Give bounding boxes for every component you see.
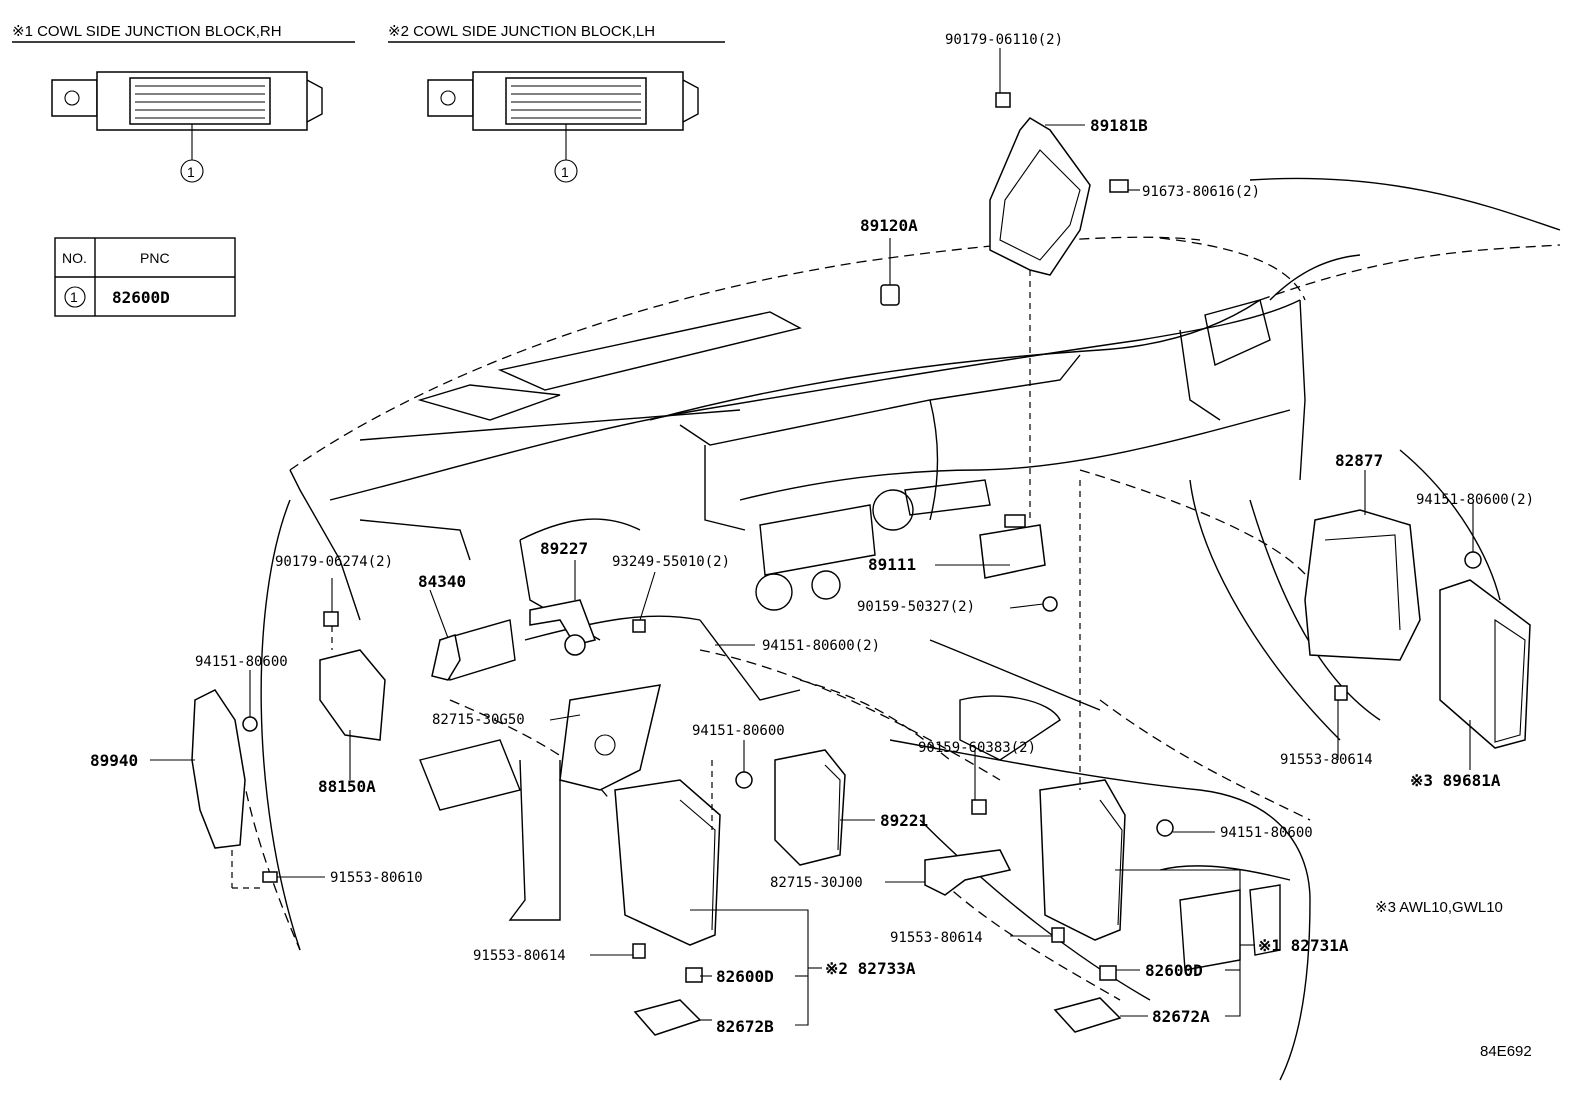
part-82731A — [1039, 480, 1174, 1033]
part-89221 — [774, 749, 846, 866]
inset-lh: ※2 COWL SIDE JUNCTION BLOCK,LH 1 — [388, 23, 725, 183]
label-82715-30J00: 82715-30J00 — [770, 875, 863, 891]
inset-rh-title: ※1 COWL SIDE JUNCTION BLOCK,RH — [12, 23, 282, 40]
table-row-pnc: 82600D — [112, 288, 170, 307]
part-89681A — [1439, 579, 1531, 770]
table-col-pnc: PNC — [140, 250, 170, 266]
callout-number: 1 — [187, 164, 195, 180]
part-82877 — [1304, 470, 1482, 701]
pnc-table: NO. PNC 1 82600D — [54, 237, 236, 317]
label-91553-80614-left: 91553-80614 — [473, 948, 566, 964]
label-89681A: ※3 89681A — [1410, 771, 1501, 790]
note-awl10-gwl10: ※3 AWL10,GWL10 — [1375, 899, 1503, 916]
part-82715-30J00 — [924, 799, 1012, 896]
label-88150A: 88150A — [318, 777, 376, 796]
junction-block-lh — [427, 71, 699, 160]
junction-block-rh — [51, 71, 323, 160]
table-col-no: NO. — [62, 250, 87, 266]
label-91553-80614-right: 91553-80614 — [1280, 752, 1373, 768]
part-82715-30G50 — [559, 684, 661, 791]
label-89120A: 89120A — [860, 216, 918, 235]
label-82733A: ※2 82733A — [825, 959, 916, 978]
label-91553-80610: 91553-80610 — [330, 870, 423, 886]
part-89227 — [529, 599, 646, 656]
label-94151-80600-left: 94151-80600 — [195, 654, 288, 670]
callout-circle — [180, 159, 204, 183]
part-89120A — [880, 238, 900, 306]
label-82672B: 82672B — [716, 1017, 774, 1036]
inset-lh-title: ※2 COWL SIDE JUNCTION BLOCK,LH — [388, 23, 655, 40]
label-89227: 89227 — [540, 539, 588, 558]
part-labels: 90179-06110(2) 89181B 91673-80616(2) 891… — [90, 32, 1534, 1060]
label-89940: 89940 — [90, 751, 138, 770]
label-82731A: ※1 82731A — [1258, 936, 1349, 955]
label-90179-06110: 90179-06110(2) — [945, 32, 1063, 48]
callout-number: 1 — [561, 164, 569, 180]
label-91673-80616: 91673-80616(2) — [1142, 184, 1260, 200]
label-82600D-right: 82600D — [1145, 961, 1203, 980]
label-82877: 82877 — [1335, 451, 1383, 470]
part-89940 — [191, 689, 278, 889]
part-89111 — [979, 514, 1058, 612]
label-84340: 84340 — [418, 572, 466, 591]
label-94151-80600-2-right: 94151-80600(2) — [1416, 492, 1534, 508]
callout-circle — [554, 159, 578, 183]
label-93249-55010: 93249-55010(2) — [612, 554, 730, 570]
label-89181B: 89181B — [1090, 116, 1148, 135]
label-89111: 89111 — [868, 555, 916, 574]
part-88150A — [319, 611, 386, 741]
label-94151-80600-right: 94151-80600 — [1220, 825, 1313, 841]
label-82600D-left: 82600D — [716, 967, 774, 986]
label-82715-30G50: 82715-30G50 — [432, 712, 525, 728]
label-90159-60383: 90159-60383(2) — [918, 740, 1036, 756]
label-89221: 89221 — [880, 811, 928, 830]
label-90159-50327: 90159-50327(2) — [857, 599, 975, 615]
part-84340 — [431, 634, 461, 681]
label-82672A: 82672A — [1152, 1007, 1210, 1026]
part-89181B — [989, 92, 1129, 520]
leader-lines — [150, 48, 1339, 1026]
label-94151-80600-mid: 94151-80600 — [692, 723, 785, 739]
figure-id: 84E692 — [1480, 1043, 1532, 1060]
label-94151-80600-2-center: 94151-80600(2) — [762, 638, 880, 654]
inset-rh: ※1 COWL SIDE JUNCTION BLOCK,RH 1 — [12, 23, 355, 183]
table-row-no: 1 — [70, 289, 78, 305]
label-91553-80614-mid: 91553-80614 — [890, 930, 983, 946]
label-90179-06274: 90179-06274(2) — [275, 554, 393, 570]
part-82733A — [614, 760, 753, 1036]
